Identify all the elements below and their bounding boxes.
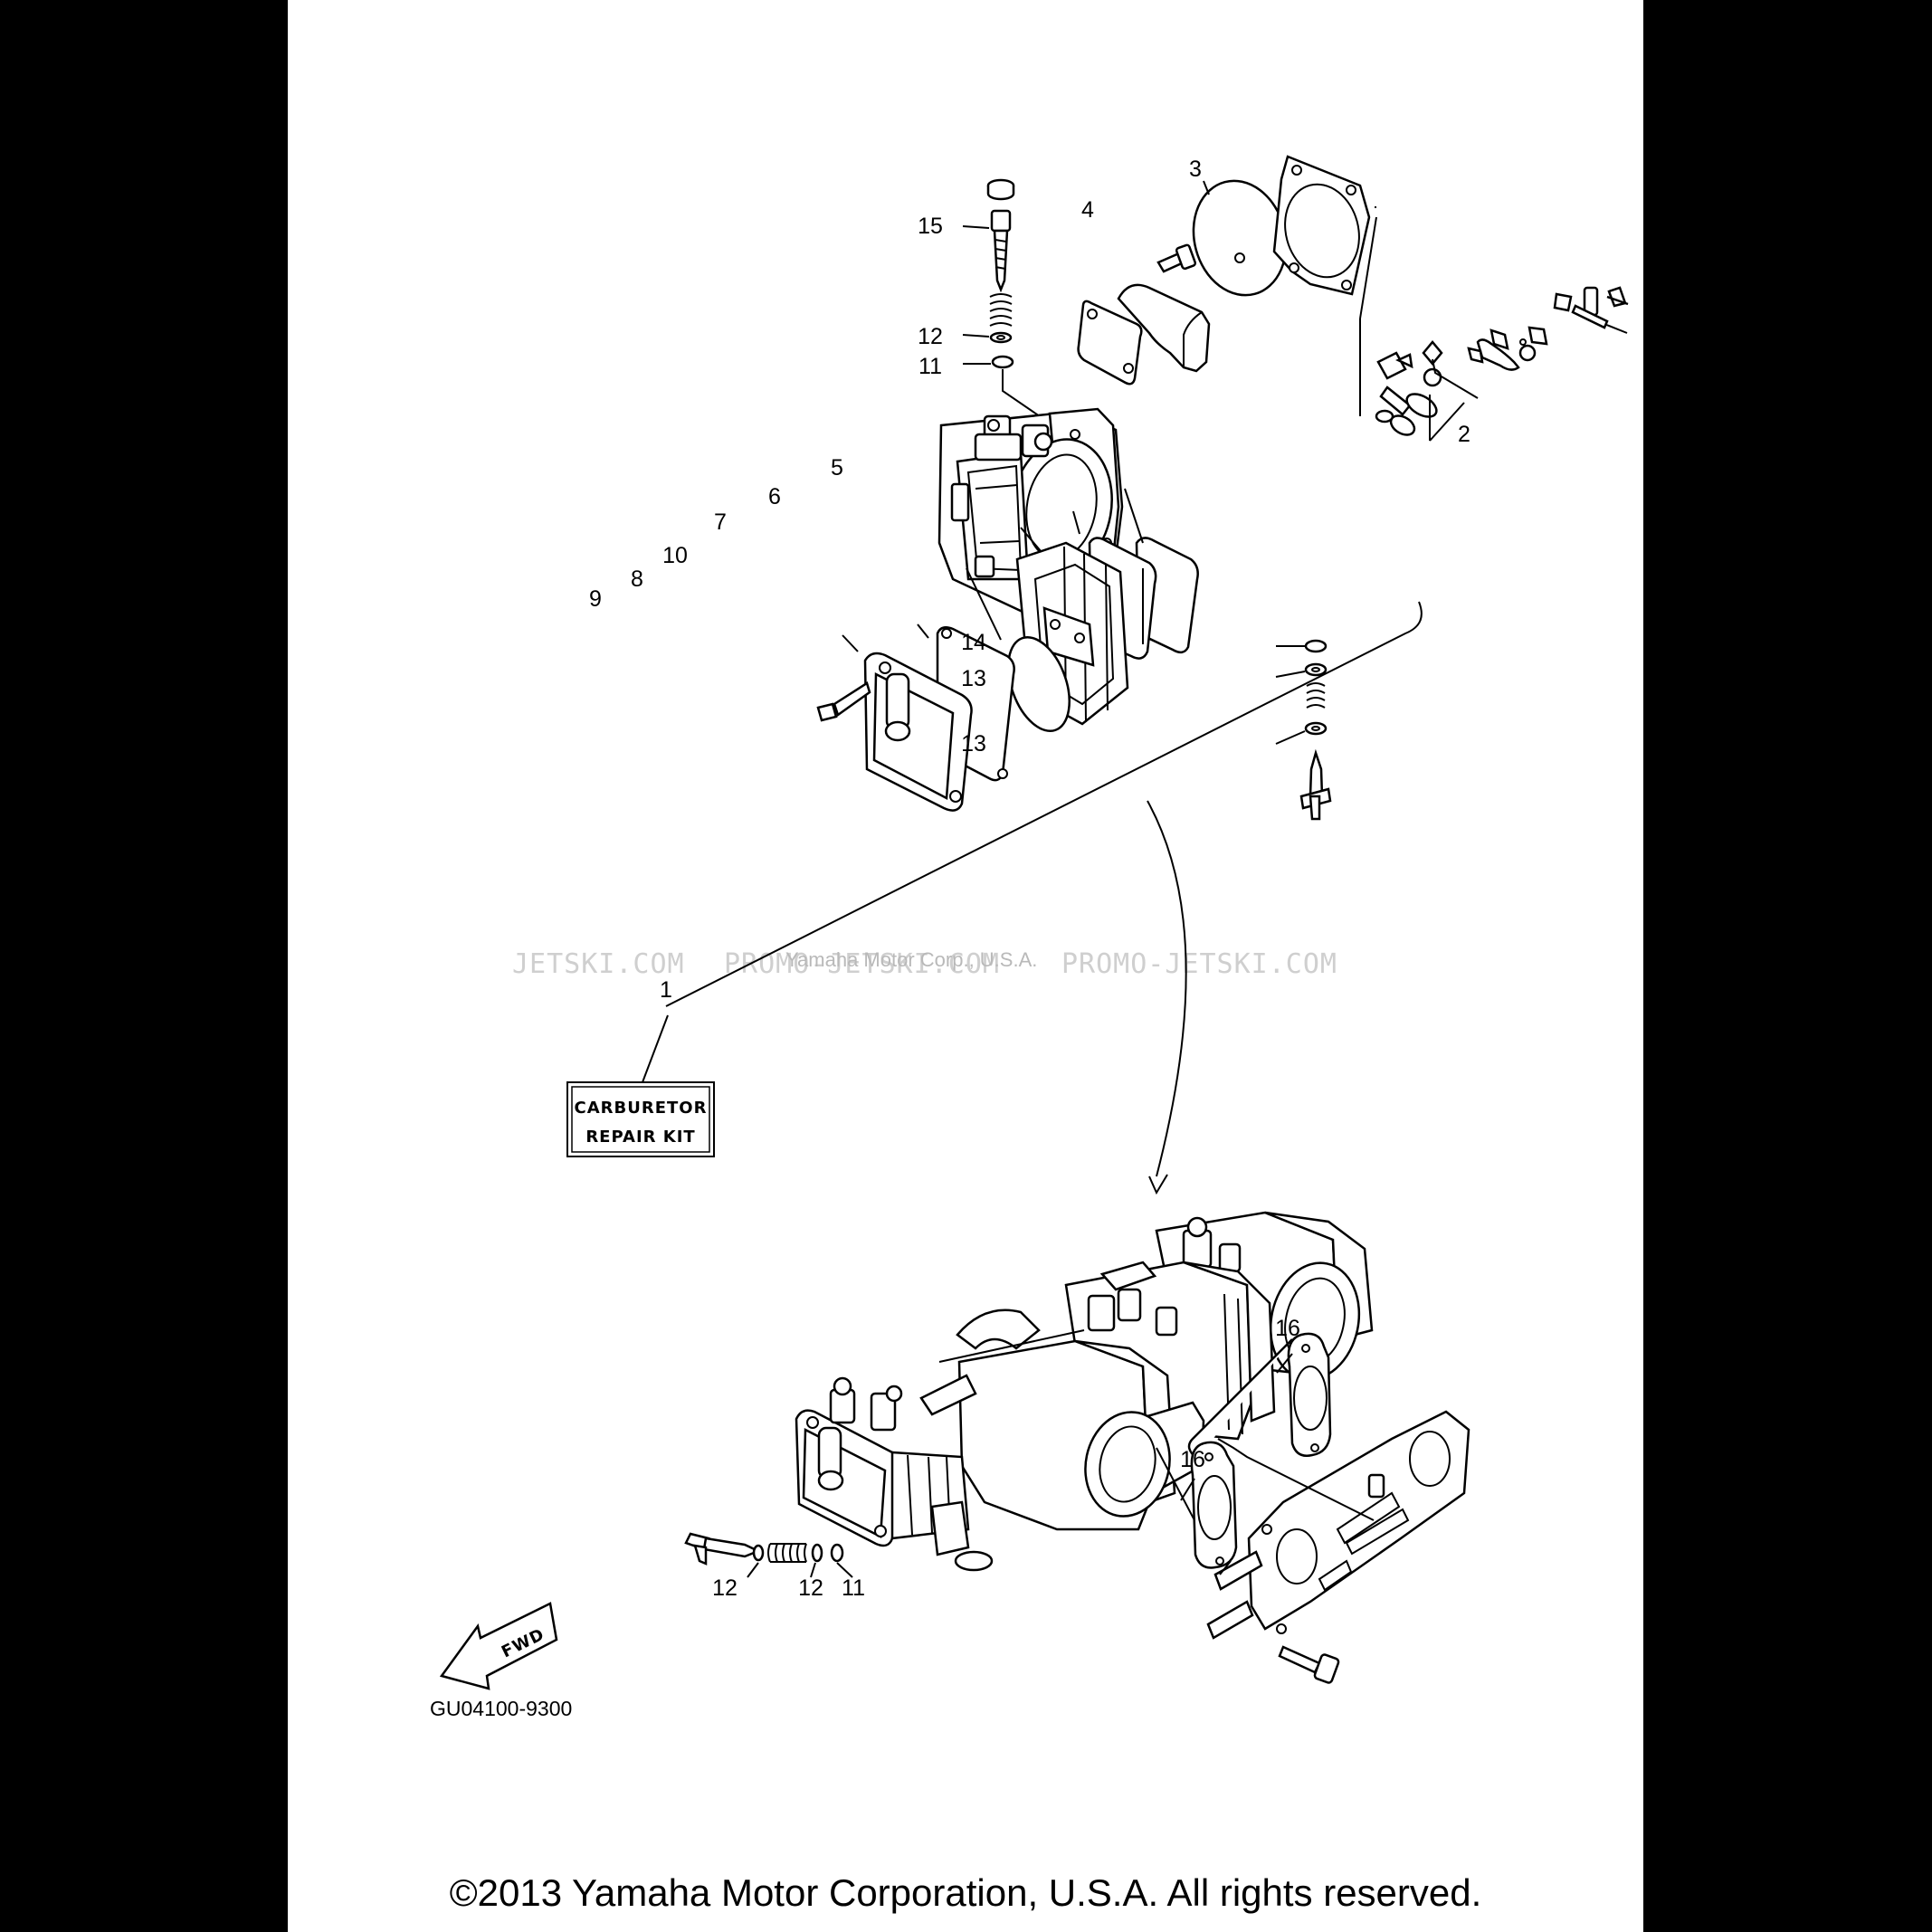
- part-16-gasket-a: [1287, 1332, 1332, 1457]
- float-chamber-cover: [1117, 283, 1211, 373]
- small-oring: [1375, 409, 1394, 424]
- manifold-bolt: [1278, 1645, 1340, 1684]
- front-idle-screw: [684, 1532, 762, 1566]
- carburetor-assembly-view: [684, 1211, 1470, 1684]
- callout-12-lower-b: 12: [798, 1575, 823, 1601]
- forward-arrow-icon: FWD: [439, 1602, 558, 1690]
- callout-13-lower: 13: [961, 731, 986, 757]
- part-10-oring: [1007, 635, 1071, 733]
- part-16-gasket-b: [1190, 1441, 1238, 1569]
- callout-6: 6: [768, 484, 781, 509]
- watermark: JETSKI.COM PROMO-JETSKI.COM PROMO-JETSKI…: [512, 948, 1337, 980]
- callout-16-lower: 16: [1180, 1447, 1205, 1472]
- diagram-sheet: JETSKI.COM PROMO-JETSKI.COM PROMO-JETSKI…: [288, 0, 1643, 1932]
- watermark-right: PROMO-JETSKI.COM: [1061, 948, 1337, 980]
- callout-8: 8: [631, 566, 643, 592]
- callout-5: 5: [831, 455, 843, 481]
- callout-14: 14: [961, 630, 986, 655]
- callout-labels: 1 2 3 4 5 6 7 8 9 10 11 12 15 14 13 13 1…: [589, 157, 1470, 1601]
- callout-13-upper: 13: [961, 666, 986, 691]
- watermark-overlay: Yamaha Motor Corp., U.S.A.: [785, 948, 1037, 971]
- carburetor-exploded-view: [665, 155, 1629, 1195]
- diagram-code: GU04100-9300: [430, 1697, 572, 1720]
- callout-2: 2: [1458, 422, 1470, 447]
- part-4-gasket: [1077, 300, 1143, 385]
- repair-kit-box: CARBURETOR REPAIR KIT: [566, 1081, 715, 1157]
- part-2-needle-valve: [1376, 340, 1443, 436]
- callout-7: 7: [714, 509, 727, 535]
- copyright-notice: ©2013 Yamaha Motor Corporation, U.S.A. A…: [450, 1871, 1482, 1914]
- cover-screw: [816, 681, 871, 722]
- spring-lower: [1306, 682, 1326, 709]
- watermark-left: JETSKI.COM: [512, 948, 685, 980]
- callout-10: 10: [662, 543, 688, 568]
- callout-3: 3: [1189, 157, 1202, 182]
- callout-12-upper: 12: [918, 324, 943, 349]
- part-12-washer-lower-b: [811, 1543, 823, 1563]
- idle-screw-lower: [1299, 748, 1332, 821]
- callout-11-upper: 11: [918, 354, 942, 379]
- intake-manifold: [1206, 1410, 1470, 1640]
- part-12-washer-hole: [996, 335, 1005, 340]
- callout-12-lower-a: 12: [712, 1575, 738, 1601]
- part-15-screw: [990, 209, 1012, 293]
- spring-front: [767, 1543, 807, 1563]
- kit-label-line1: CARBURETOR: [575, 1099, 708, 1118]
- spring-upper: [989, 293, 1013, 327]
- part-11-oring-lower: [830, 1543, 844, 1563]
- callout-4: 4: [1081, 197, 1094, 223]
- pump-cover: [1272, 155, 1371, 296]
- exploded-parts-diagram: JETSKI.COM PROMO-JETSKI.COM PROMO-JETSKI…: [430, 155, 1629, 1914]
- callout-15: 15: [918, 214, 943, 239]
- screw-small-top: [1156, 243, 1197, 273]
- part-12-washer-lower-a: [752, 1544, 765, 1562]
- part-9-cover: [863, 652, 973, 812]
- part-11-oring: [991, 355, 1014, 369]
- part-14-oring: [1304, 639, 1328, 653]
- kit-label-line2: REPAIR KIT: [585, 1128, 695, 1147]
- cap-side: [986, 186, 1015, 201]
- needle-valve-parts: [1423, 286, 1629, 387]
- callout-16-upper: 16: [1275, 1316, 1300, 1341]
- callout-9: 9: [589, 586, 602, 612]
- callout-11-lower: 11: [842, 1575, 865, 1601]
- callout-1: 1: [660, 977, 672, 1003]
